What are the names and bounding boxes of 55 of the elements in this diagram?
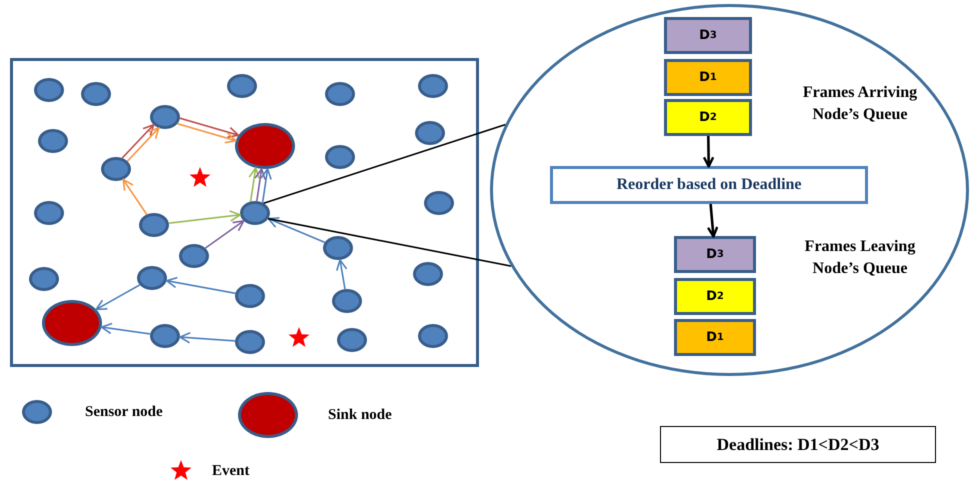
sensor-node bbox=[38, 129, 68, 153]
arrow bbox=[702, 136, 714, 168]
sensor-node bbox=[337, 328, 367, 352]
sensor-node bbox=[418, 74, 448, 98]
network-area bbox=[10, 58, 479, 367]
sensor-node bbox=[418, 324, 448, 348]
sensor-node bbox=[101, 157, 131, 181]
zoom-line bbox=[263, 124, 506, 204]
sensor-node bbox=[332, 289, 362, 313]
legend-label: Event bbox=[212, 463, 250, 480]
note-box: Deadlines: D1<D2<D3 bbox=[660, 426, 936, 463]
queue-caption: Frames Arriving Node’s Queue bbox=[802, 83, 918, 125]
arrow bbox=[180, 117, 240, 138]
sensor-node bbox=[29, 267, 59, 291]
sensor-node bbox=[415, 121, 445, 145]
sink-node bbox=[235, 123, 295, 169]
sensor-node bbox=[34, 78, 64, 102]
queue-caption: Frames Leaving Node’s Queue bbox=[804, 237, 916, 279]
arrow bbox=[168, 210, 241, 224]
arrow bbox=[248, 167, 260, 202]
zoom-line bbox=[268, 218, 512, 267]
sensor-node bbox=[424, 191, 454, 215]
arrow bbox=[268, 217, 326, 244]
sensor-node bbox=[150, 105, 180, 129]
arrow bbox=[706, 204, 718, 238]
sensor-node bbox=[150, 324, 180, 348]
sensor-node bbox=[240, 201, 270, 225]
arrow bbox=[122, 124, 154, 159]
sensor-node bbox=[325, 145, 355, 169]
sensor-node bbox=[235, 330, 265, 354]
sensor-node bbox=[34, 201, 64, 225]
arrow bbox=[260, 168, 272, 203]
legend-label: Sink node bbox=[328, 407, 392, 424]
arrow bbox=[179, 332, 236, 344]
arrow bbox=[177, 122, 237, 144]
arrow bbox=[100, 322, 150, 335]
sensor-node bbox=[81, 82, 111, 106]
process-box: Reorder based on Deadline bbox=[550, 166, 868, 204]
sensor-node bbox=[137, 266, 167, 290]
arrow bbox=[95, 284, 140, 310]
sensor-node bbox=[413, 262, 443, 286]
sensor-node bbox=[235, 284, 265, 308]
legend-label: Sensor node bbox=[85, 404, 163, 421]
arrow bbox=[126, 127, 160, 162]
sensor-node bbox=[227, 74, 257, 98]
sensor-node bbox=[325, 82, 355, 106]
arrow bbox=[254, 168, 266, 202]
arrow bbox=[336, 259, 348, 290]
sensor-node bbox=[179, 244, 209, 268]
arrow bbox=[122, 178, 148, 215]
sensor-node bbox=[139, 213, 169, 237]
arrow bbox=[166, 276, 236, 294]
sink-node bbox=[42, 300, 102, 346]
arrow bbox=[204, 220, 244, 249]
sensor-node bbox=[323, 236, 353, 260]
